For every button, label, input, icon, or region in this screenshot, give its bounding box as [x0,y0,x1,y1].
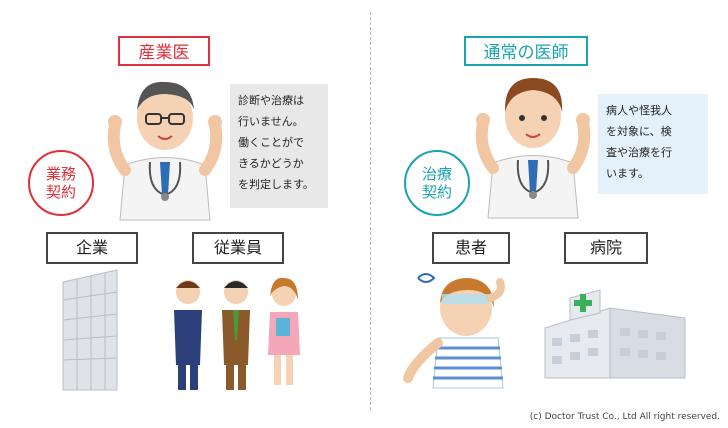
center-divider [370,12,371,410]
industrial-doctor-title: 産業医 [118,36,210,66]
regular-doctor-illustration [475,78,591,219]
hospital-building-illustration [544,289,686,379]
regular-doctor-title: 通常の医師 [464,36,588,66]
patient-illustration [403,273,505,389]
industrial-doctor-illustration [107,81,223,221]
hospital-label: 病院 [564,232,648,264]
patient-label: 患者 [432,232,510,264]
office-building-illustration [62,269,118,391]
copyright-text: (c) Doctor Trust Co., Ltd All right rese… [529,412,720,422]
employees-label: 従業員 [192,232,284,264]
industrial-doctor-description: 診断や治療は 行いません。 働くことがで きるかどうか を判定します。 [230,84,328,208]
employees-illustration [174,277,300,390]
regular-doctor-description: 病人や怪我人 を対象に、検 査や治療を行 います。 [598,94,708,194]
company-label: 企業 [46,232,138,264]
work-contract-bubble: 業務 契約 [28,150,94,216]
treatment-contract-bubble: 治療 契約 [404,150,470,216]
